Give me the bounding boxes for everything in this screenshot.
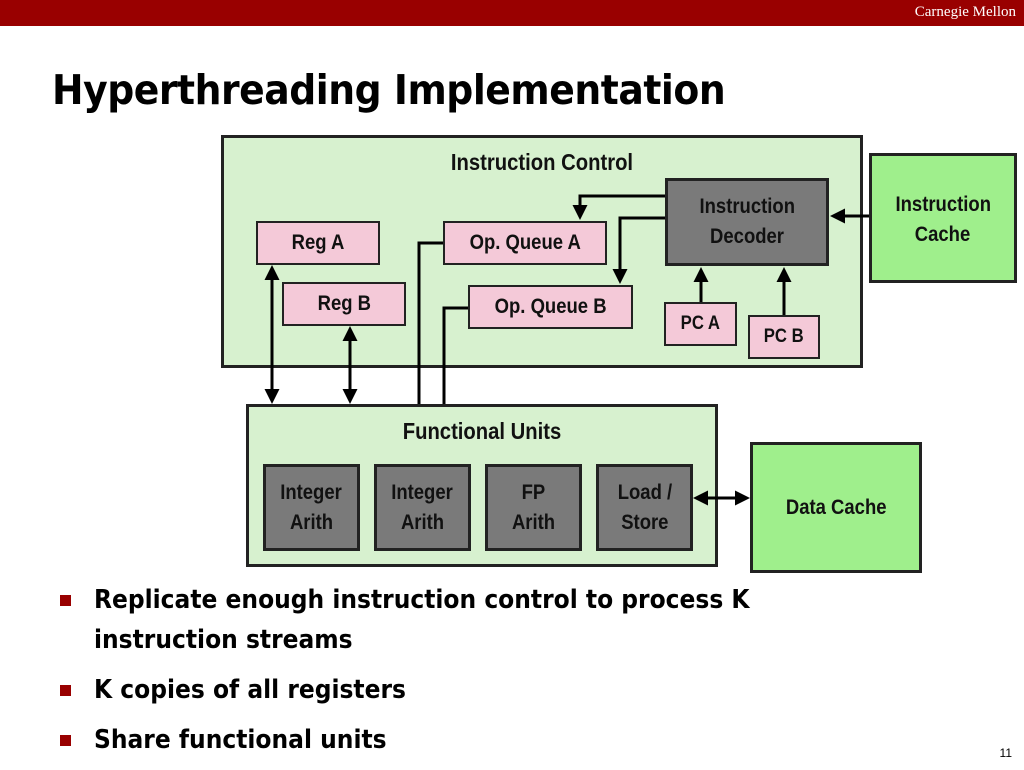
bullet-item: Replicate enough instruction control to … xyxy=(58,580,858,660)
instruction-cache-line1: Instruction xyxy=(895,193,991,216)
bullet-text: K copies of all registers xyxy=(94,675,406,705)
pc-a-label: PC A xyxy=(680,313,721,334)
bullet-list: Replicate enough instruction control to … xyxy=(58,580,858,770)
unit4-label-line1: Load / xyxy=(617,480,672,504)
pc-a-box: PC A xyxy=(664,302,737,346)
instruction-cache-line2: Cache xyxy=(915,223,971,246)
decoder-label-line1: Instruction xyxy=(699,195,795,218)
bullet-item: Share functional units xyxy=(58,720,858,760)
bullet-item: K copies of all registers xyxy=(58,670,858,710)
load-store-unit: Load / Store xyxy=(596,464,693,551)
decoder-opqa-arrow xyxy=(572,194,665,220)
instruction-cache-box: Instruction Cache xyxy=(869,153,1017,283)
bullet-text: Replicate enough instruction control to … xyxy=(94,585,750,655)
op-queue-a-fu-wire xyxy=(417,241,443,404)
instruction-control-title: Instruction Control xyxy=(450,149,634,175)
integer-arith-unit-1: Integer Arith xyxy=(263,464,360,551)
op-queue-a-box: Op. Queue A xyxy=(443,221,607,265)
bullet-text: Share functional units xyxy=(94,725,387,755)
op-queue-b-fu-wire xyxy=(442,306,468,404)
reg-a-box: Reg A xyxy=(256,221,380,265)
fp-arith-unit: FP Arith xyxy=(485,464,582,551)
bullet-square-icon xyxy=(60,685,71,696)
reg-a-label: Reg A xyxy=(291,231,345,254)
decoder-label-line2: Decoder xyxy=(710,225,784,248)
unit2-label-line2: Arith xyxy=(400,510,445,534)
unit3-label-line1: FP xyxy=(521,480,546,504)
data-cache-box: Data Cache xyxy=(750,442,922,573)
op-queue-b-label: Op. Queue B xyxy=(494,295,607,318)
unit4-label-line2: Store xyxy=(620,510,669,534)
unit3-label-line2: Arith xyxy=(511,510,556,534)
decoder-opqb-arrow xyxy=(612,216,665,284)
unit1-label-line1: Integer xyxy=(280,480,343,504)
integer-arith-unit-2: Integer Arith xyxy=(374,464,471,551)
instruction-decoder-box: Instruction Decoder xyxy=(665,178,829,266)
reg-b-box: Reg B xyxy=(282,282,406,326)
page-number: 11 xyxy=(999,746,1012,760)
functional-units-title: Functional Units xyxy=(402,418,562,444)
unit1-label-line2: Arith xyxy=(289,510,334,534)
bullet-square-icon xyxy=(60,735,71,746)
reg-b-label: Reg B xyxy=(317,292,371,315)
pc-b-box: PC B xyxy=(748,315,820,359)
bullet-square-icon xyxy=(60,595,71,606)
unit2-label-line1: Integer xyxy=(391,480,454,504)
slide-title: Hyperthreading Implementation xyxy=(52,66,726,114)
op-queue-a-label: Op. Queue A xyxy=(469,231,581,254)
header-bar: Carnegie Mellon xyxy=(0,0,1024,26)
data-cache-label: Data Cache xyxy=(785,495,887,519)
brand-label: Carnegie Mellon xyxy=(914,4,1016,20)
pc-b-label: PC B xyxy=(764,326,804,347)
op-queue-b-box: Op. Queue B xyxy=(468,285,633,329)
